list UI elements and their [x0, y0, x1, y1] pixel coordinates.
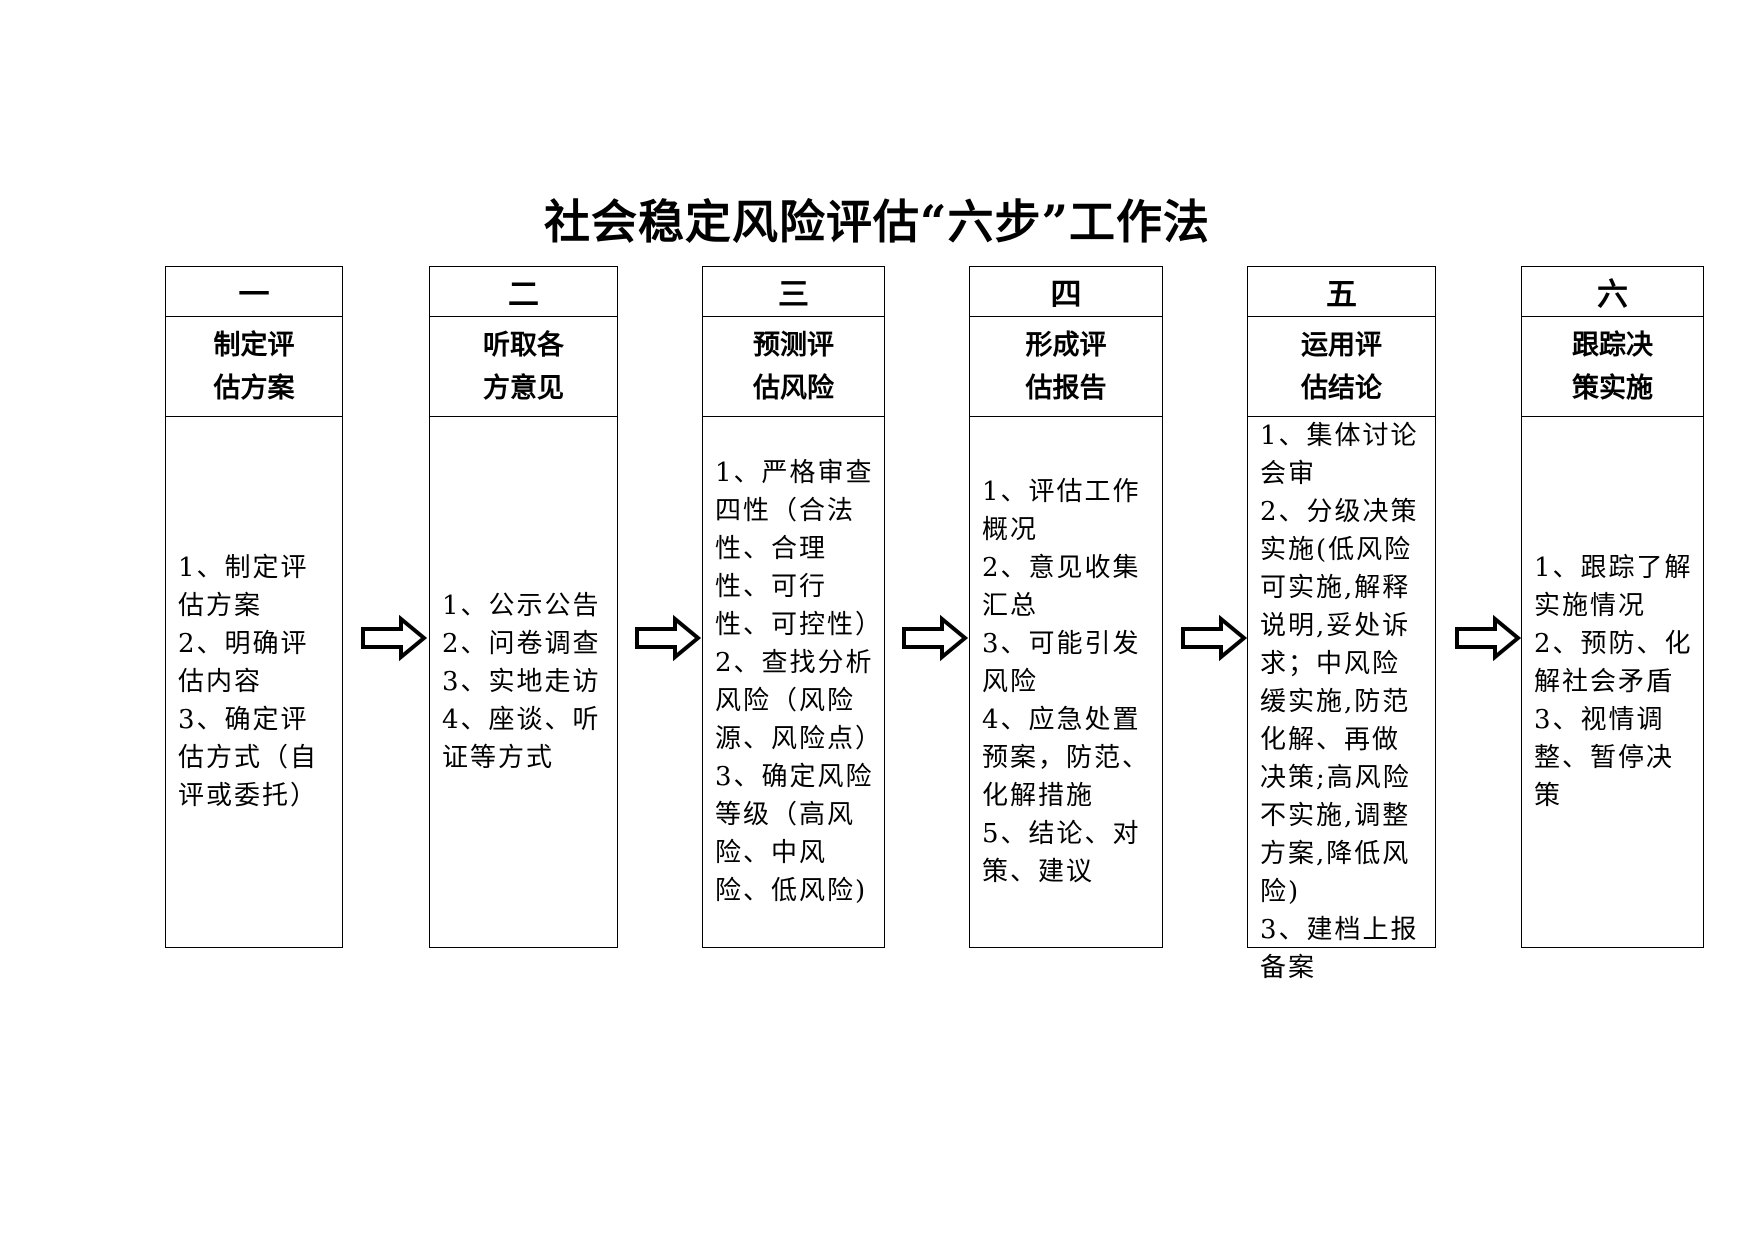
step-3-item-2: 2、查找分析风险（风险源、风险点）: [715, 648, 884, 754]
step-6-name: 跟踪决 策实施: [1522, 317, 1703, 417]
step-1-item-3: 3、确定评估方式（自评或委托）: [178, 705, 319, 811]
step-6-box: 六 跟踪决 策实施 1、跟踪了解实施情况 2、预防、化解社会矛盾 3、视情调整、…: [1521, 266, 1704, 948]
step-3-number: 三: [703, 267, 884, 317]
step-3-item-1: 1、严格审查四性（合法性、合理性、可行性、可控性）: [715, 458, 884, 640]
step-2-content: 1、公示公告 2、问卷调查 3、实地走访 4、座谈、听证等方式: [430, 417, 617, 947]
step-1-name-line1: 制定评: [213, 329, 295, 361]
step-4-item-3: 3、可能引发风险: [982, 629, 1141, 697]
step-2-box: 二 听取各 方意见 1、公示公告 2、问卷调查 3、实地走访 4、座谈、听证等方…: [429, 266, 618, 948]
step-4-item-2: 2、意见收集汇总: [982, 553, 1141, 621]
step-1-item-2: 2、明确评估内容: [178, 629, 309, 697]
step-6-item-1: 1、跟踪了解实施情况: [1534, 553, 1693, 621]
step-2-name-line1: 听取各: [483, 329, 564, 361]
step-4-number: 四: [970, 267, 1162, 317]
step-4-name-line2: 估报告: [1025, 372, 1107, 404]
step-6-name-line1: 跟踪决: [1572, 329, 1653, 361]
step-2-number: 二: [430, 267, 617, 317]
step-6-number: 六: [1522, 267, 1703, 317]
step-1-item-1: 1、制定评估方案: [178, 553, 309, 621]
step-1-name-line2: 估方案: [213, 372, 295, 404]
step-2-name-line2: 方意见: [483, 372, 564, 404]
step-5-item-2: 2、分级决策实施(低风险可实施,解释说明,妥处诉求；中风险缓实施,防范化解、再做…: [1260, 497, 1419, 907]
step-1-name: 制定评 估方案: [166, 317, 342, 417]
arrow-3-right-icon: [902, 614, 969, 662]
step-4-name-line1: 形成评: [1025, 329, 1107, 361]
step-3-item-3: 3、确定风险等级（高风险、中风险、低风险): [715, 762, 874, 906]
step-4-item-5: 5、结论、对策、建议: [982, 819, 1141, 887]
step-3-content: 1、严格审查四性（合法性、合理性、可行性、可控性） 2、查找分析风险（风险源、风…: [703, 417, 884, 947]
arrow-4-right-icon: [1181, 614, 1248, 662]
step-2-name: 听取各 方意见: [430, 317, 617, 417]
step-1-content: 1、制定评估方案 2、明确评估内容 3、确定评估方式（自评或委托）: [166, 417, 342, 947]
step-5-number: 五: [1248, 267, 1435, 317]
step-5-content: 1、集体讨论会审 2、分级决策实施(低风险可实施,解释说明,妥处诉求；中风险缓实…: [1248, 417, 1435, 987]
step-4-item-1: 1、评估工作概况: [982, 477, 1141, 545]
arrow-5-right-icon: [1455, 614, 1522, 662]
step-6-content: 1、跟踪了解实施情况 2、预防、化解社会矛盾 3、视情调整、暂停决策: [1522, 417, 1703, 947]
step-5-box: 五 运用评 估结论 1、集体讨论会审 2、分级决策实施(低风险可实施,解释说明,…: [1247, 266, 1436, 983]
step-5-name-line2: 估结论: [1301, 372, 1382, 404]
step-6-item-3: 3、视情调整、暂停决策: [1534, 705, 1675, 811]
step-4-item-4: 4、应急处置预案，防范、化解措施: [982, 705, 1151, 811]
step-5-item-3: 3、建档上报备案: [1260, 915, 1419, 983]
step-4-box: 四 形成评 估报告 1、评估工作概况 2、意见收集汇总 3、可能引发风险 4、应…: [969, 266, 1163, 948]
page-title: 社会稳定风险评估“六步”工作法: [544, 195, 1210, 249]
step-2-item-1: 1、公示公告: [442, 591, 601, 621]
step-1-box: 一 制定评 估方案 1、制定评估方案 2、明确评估内容 3、确定评估方式（自评或…: [165, 266, 343, 948]
arrow-2-right-icon: [635, 614, 702, 662]
step-1-number: 一: [166, 267, 342, 317]
step-5-name: 运用评 估结论: [1248, 317, 1435, 417]
step-3-name-line2: 估风险: [753, 372, 834, 404]
step-2-item-3: 3、实地走访: [442, 667, 601, 697]
step-6-item-2: 2、预防、化解社会矛盾: [1534, 629, 1693, 697]
step-2-item-2: 2、问卷调查: [442, 629, 601, 659]
step-3-box: 三 预测评 估风险 1、严格审查四性（合法性、合理性、可行性、可控性） 2、查找…: [702, 266, 885, 948]
step-5-name-line1: 运用评: [1301, 329, 1382, 361]
arrow-1-right-icon: [361, 614, 428, 662]
step-2-item-4: 4、座谈、听证等方式: [442, 705, 601, 773]
step-6-name-line2: 策实施: [1572, 372, 1653, 404]
step-4-content: 1、评估工作概况 2、意见收集汇总 3、可能引发风险 4、应急处置预案，防范、化…: [970, 417, 1162, 947]
step-3-name-line1: 预测评: [753, 329, 834, 361]
step-5-item-1: 1、集体讨论会审: [1260, 421, 1419, 489]
step-3-name: 预测评 估风险: [703, 317, 884, 417]
step-4-name: 形成评 估报告: [970, 317, 1162, 417]
